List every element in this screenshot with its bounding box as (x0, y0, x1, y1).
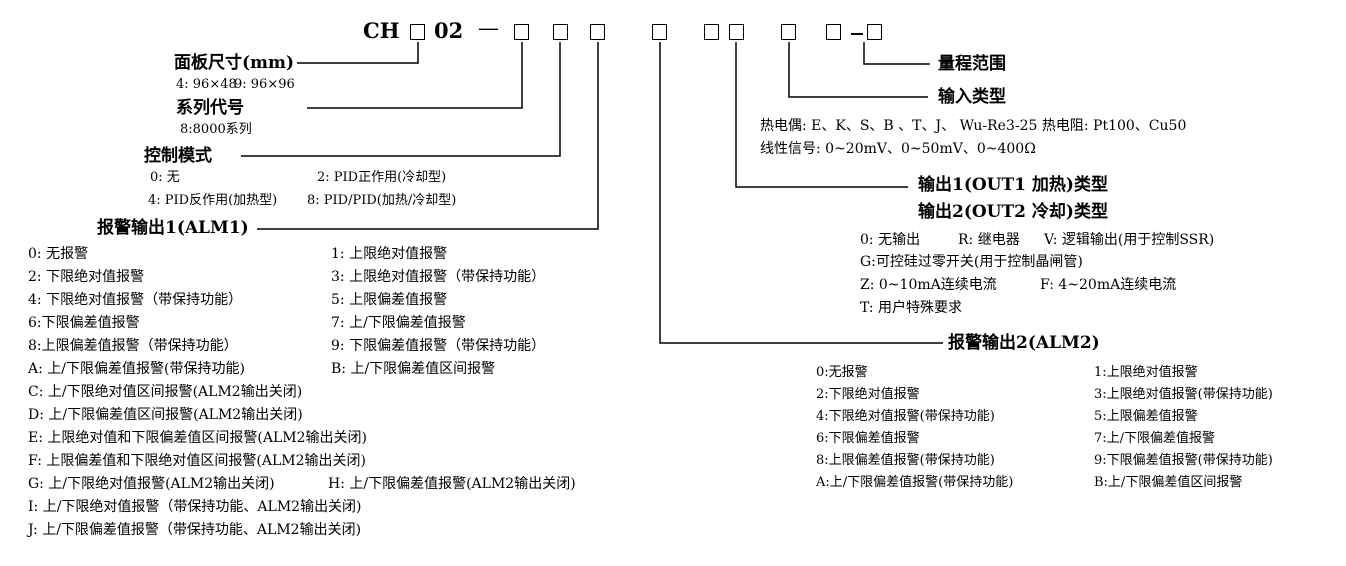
code-box-control-mode (553, 24, 568, 40)
output-option: V: 逻辑输出(用于控制SSR) (1044, 232, 1215, 248)
alarm1-option: 6:下限偏差值报警 (28, 315, 140, 331)
control-mode-option: 8: PID/PID(加热/冷却型) (307, 193, 457, 208)
control-mode-option: 2: PID正作用(冷却型) (317, 170, 447, 185)
alarm1-option: 2: 下限绝对值报警 (28, 269, 145, 285)
alarm2-leader (659, 42, 943, 344)
alarm1-option: 8:上限偏差值报警（带保持功能） (28, 338, 238, 354)
output-option: F: 4~20mA连续电流 (1040, 277, 1177, 293)
alarm1-option: 4: 下限绝对值报警（带保持功能） (28, 292, 243, 308)
alarm1-leader (257, 42, 599, 230)
alarm2-option: 7:上/下限偏差值报警 (1094, 431, 1216, 446)
code-box-panel-size (410, 24, 425, 40)
panel-size-leader (297, 42, 419, 64)
control-mode-leader (241, 42, 561, 157)
alarm1-option: 5: 上限偏差值报警 (331, 292, 448, 308)
alarm2-option: 2:下限绝对值报警 (816, 387, 920, 402)
code-box-input-type (781, 24, 796, 40)
alarm1-option: G: 上/下限绝对值报警(ALM2输出关闭) (28, 476, 275, 492)
input-type-title: 输入类型 (938, 87, 1006, 107)
output-option: 0: 无输出 (860, 232, 921, 248)
series-code-title: 系列代号 (176, 98, 244, 118)
output-option: T: 用户特殊要求 (860, 300, 963, 316)
code-box-alarm2 (652, 24, 667, 40)
alarm1-option: 7: 上/下限偏差值报警 (331, 315, 466, 331)
code-box-output1 (704, 24, 719, 40)
output-option: Z: 0~10mA连续电流 (860, 277, 997, 293)
range-dash (851, 33, 863, 35)
alarm1-option: 0: 无报警 (28, 246, 89, 262)
code-box-series (514, 24, 529, 40)
output-type-leader (735, 42, 908, 188)
code-box-alarm1 (590, 24, 605, 40)
code-box-range-1 (826, 24, 841, 40)
alarm1-option: J: 上/下限偏差值报警（带保持功能、ALM2输出关闭) (28, 522, 362, 538)
model-prefix: CH (363, 18, 400, 43)
model-separator: — (478, 16, 499, 40)
alarm1-option: B: 上/下限偏差值区间报警 (331, 361, 496, 377)
output-option: R: 继电器 (958, 232, 1020, 248)
alarm2-option: 5:上限偏差值报警 (1094, 409, 1198, 424)
alarm1-option: 3: 上限绝对值报警（带保持功能） (331, 269, 546, 285)
code-box-output2 (729, 24, 744, 40)
output2-type-title: 输出2(OUT2 冷却)类型 (918, 202, 1108, 222)
code-box-range-2 (867, 24, 882, 40)
panel-size-option: 4: 96×48 (176, 77, 237, 92)
alarm1-option: C: 上/下限绝对值区间报警(ALM2输出关闭) (28, 384, 303, 400)
alarm2-option: 9:下限偏差值报警(带保持功能) (1094, 453, 1273, 468)
input-type-leader (788, 42, 928, 98)
alarm1-option: F: 上限偏差值和下限绝对值区间报警(ALM2输出关闭) (28, 453, 366, 469)
alarm1-option: 9: 下限偏差值报警（带保持功能） (331, 338, 546, 354)
alarm1-option: H: 上/下限偏差值报警(ALM2输出关闭) (328, 476, 576, 492)
alarm2-title: 报警输出2(ALM2) (948, 333, 1100, 353)
control-mode-title: 控制模式 (144, 146, 212, 166)
panel-size-option: 9: 96×96 (234, 77, 295, 92)
alarm1-option: 1: 上限绝对值报警 (331, 246, 448, 262)
range-leader (863, 42, 930, 65)
series-code-leader (307, 42, 523, 109)
alarm2-option: 8:上限偏差值报警(带保持功能) (816, 453, 995, 468)
input-type-linear: 线性信号: 0~20mV、0~50mV、0~400Ω (760, 141, 1036, 157)
control-mode-option: 4: PID反作用(加热型) (148, 193, 278, 208)
alarm2-option: 4:下限绝对值报警(带保持功能) (816, 409, 995, 424)
alarm2-option: B:上/下限偏差值区间报警 (1094, 475, 1243, 490)
alarm2-option: A:上/下限偏差值报警(带保持功能) (816, 475, 1014, 490)
model-series-number: 02 (434, 18, 464, 43)
alarm1-option: I: 上/下限绝对值报警（带保持功能、ALM2输出关闭) (28, 499, 362, 515)
alarm1-option: A: 上/下限偏差值报警(带保持功能) (28, 361, 245, 377)
control-mode-option: 0: 无 (150, 170, 180, 185)
input-type-thermocouple: 热电偶: E、K、S、B 、T、J、 Wu-Re3-25 热电阻: Pt100、… (760, 118, 1187, 134)
alarm2-option: 3:上限绝对值报警(带保持功能) (1094, 387, 1273, 402)
range-title: 量程范围 (938, 54, 1006, 74)
series-code-option: 8:8000系列 (180, 122, 252, 137)
alarm2-option: 1:上限绝对值报警 (1094, 365, 1198, 380)
panel-size-title: 面板尺寸(mm) (174, 53, 295, 73)
output1-type-title: 输出1(OUT1 加热)类型 (918, 175, 1108, 195)
output-option: G:可控硅过零开关(用于控制晶闸管) (860, 254, 1083, 270)
alarm2-option: 6:下限偏差值报警 (816, 431, 920, 446)
alarm1-title: 报警输出1(ALM1) (97, 218, 249, 238)
alarm1-option: E: 上限绝对值和下限偏差值区间报警(ALM2输出关闭) (28, 430, 367, 446)
alarm2-option: 0:无报警 (816, 365, 868, 380)
alarm1-option: D: 上/下限偏差值区间报警(ALM2输出关闭) (28, 407, 303, 423)
